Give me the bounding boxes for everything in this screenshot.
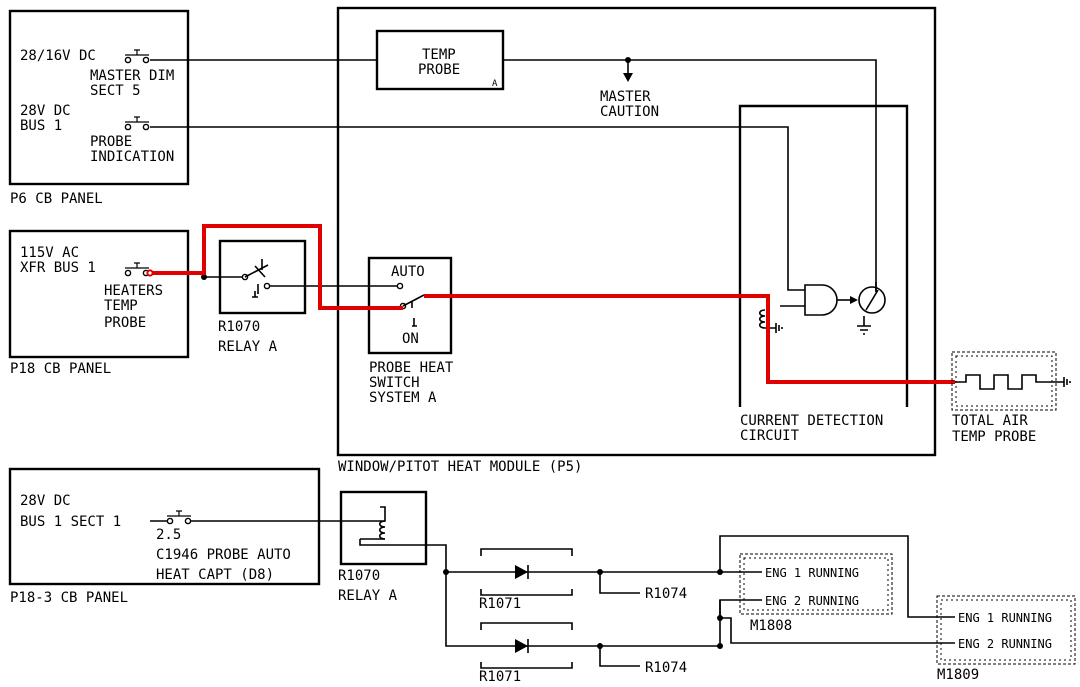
switch-label-b: SWITCH	[369, 375, 420, 391]
heaters-label-b: TEMP	[104, 298, 138, 314]
switch-auto-label: AUTO	[391, 264, 425, 280]
probe-indication-breaker-symbol	[124, 116, 150, 131]
p6-supply2-label: 28V DC	[20, 103, 71, 119]
p183-supply-label: 28V DC	[20, 493, 71, 509]
p18-3-cb-panel: 28V DC BUS 1 SECT 1 2.5 C1946 PROBE AUTO…	[8, 467, 321, 586]
p6-panel-title: P6 CB PANEL	[10, 191, 103, 207]
probe-heat-switch-box: AUTO ON	[367, 256, 453, 355]
master-caution-label-a: MASTER	[600, 89, 651, 105]
m1809-label: M1809	[937, 667, 979, 683]
r1074-bottom-junction	[597, 643, 603, 649]
window-pitot-heat-module	[336, 6, 937, 457]
m1808-module	[739, 553, 893, 615]
p183-cb-label-b: HEAT CAPT (D8)	[156, 567, 274, 583]
tat-label-a: TOTAL AIR	[952, 413, 1028, 429]
heater-cb-terminal	[146, 269, 154, 277]
probe-indication-label-a: PROBE	[90, 134, 132, 150]
m1808-junction-bottom	[717, 643, 723, 649]
p18-cb-panel: 115V AC XFR BUS 1 HEATERS TEMP PROBE	[8, 229, 190, 359]
heaters-label-c: PROBE	[104, 315, 146, 331]
temp-probe-box: TEMP PROBE A	[375, 29, 505, 91]
r1074-top-label: R1074	[645, 586, 687, 602]
p6-supply-label: 28/16V DC	[20, 48, 96, 64]
m1808-label: M1808	[750, 618, 792, 634]
probe-auto-heat-breaker-symbol	[150, 510, 192, 525]
master-dim-breaker-symbol	[124, 49, 150, 64]
r1074-bottom-wire	[599, 645, 720, 667]
relay1-label-b: RELAY A	[218, 339, 278, 355]
m1809-module	[936, 595, 1076, 665]
master-dim-sect-label: SECT 5	[90, 83, 141, 99]
m1809-eng1-label: ENG 1 RUNNING	[958, 611, 1052, 625]
r1074-bottom-label: R1074	[645, 660, 687, 676]
p18-bus-label: XFR BUS 1	[20, 260, 96, 276]
p183-bus-label: BUS 1 SECT 1	[20, 514, 121, 530]
probe-indication-wire	[150, 126, 805, 291]
switch-on-label: ON	[402, 331, 419, 347]
heaters-label-a: HEATERS	[104, 283, 163, 299]
diode-bus-left	[445, 571, 510, 647]
tat-label-b: TEMP PROBE	[952, 429, 1036, 445]
master-caution-arrow	[623, 73, 633, 82]
master-dim-wire	[150, 59, 877, 292]
switch-label-c: SYSTEM A	[369, 390, 437, 406]
p183-panel-title: P18-3 CB PANEL	[10, 590, 128, 606]
and-gate-symbol	[780, 284, 858, 316]
m1808-eng1-label: ENG 1 RUNNING	[765, 566, 859, 580]
relay-a-upper	[204, 239, 400, 315]
probe-indication-label-b: INDICATION	[90, 149, 174, 165]
p183-rating-label: 2.5	[156, 527, 181, 543]
p18-panel-title: P18 CB PANEL	[10, 361, 111, 377]
temp-probe-label-a: TEMP	[422, 47, 456, 63]
relay2-label-a: R1070	[338, 568, 380, 584]
sensing-relay-symbol	[857, 282, 886, 335]
switch-label-a: PROBE HEAT	[369, 360, 454, 376]
module-title: WINDOW/PITOT HEAT MODULE (P5)	[338, 459, 582, 475]
cdc-label-a: CURRENT DETECTION	[740, 413, 883, 429]
m1809-eng2-wire	[720, 617, 940, 644]
heaters-breaker-symbol	[124, 262, 150, 277]
relay2-label-b: RELAY A	[338, 588, 398, 604]
r1074-top-wire	[599, 571, 720, 594]
m1809-eng2-label: ENG 2 RUNNING	[958, 637, 1052, 651]
diode-junction-left	[443, 569, 449, 575]
p183-cb-label-a: C1946 PROBE AUTO	[156, 547, 291, 563]
p6-bus1-label: BUS 1	[20, 118, 62, 134]
master-caution-label-b: CAUTION	[600, 104, 659, 120]
r1074-top-junction	[597, 569, 603, 575]
current-sensor-coil	[758, 309, 783, 333]
cdc-label-b: CIRCUIT	[740, 428, 800, 444]
relay-junction-dot	[201, 274, 207, 280]
master-dim-label: MASTER DIM	[90, 68, 174, 84]
p18-supply-label: 115V AC	[20, 245, 79, 261]
current-detection-circuit-box	[738, 104, 909, 407]
m1808-junction-top	[717, 569, 723, 575]
relay-a-lower	[339, 490, 447, 572]
diode-r1071-top	[480, 548, 600, 596]
m1808-eng2-label: ENG 2 RUNNING	[765, 594, 859, 608]
r1071-top-label: R1071	[479, 596, 521, 612]
p6-cb-panel: 28/16V DC MASTER DIM SECT 5 28V DC BUS 1…	[8, 9, 190, 186]
temp-probe-label-b: PROBE	[418, 62, 460, 78]
total-air-temp-probe	[951, 351, 1071, 411]
relay1-label-a: R1070	[218, 319, 260, 335]
diode-r1071-bottom	[480, 622, 600, 669]
temp-probe-sub: A	[492, 79, 498, 89]
energized-heater-circuit	[150, 224, 955, 384]
r1071-bottom-label: R1071	[479, 669, 521, 685]
